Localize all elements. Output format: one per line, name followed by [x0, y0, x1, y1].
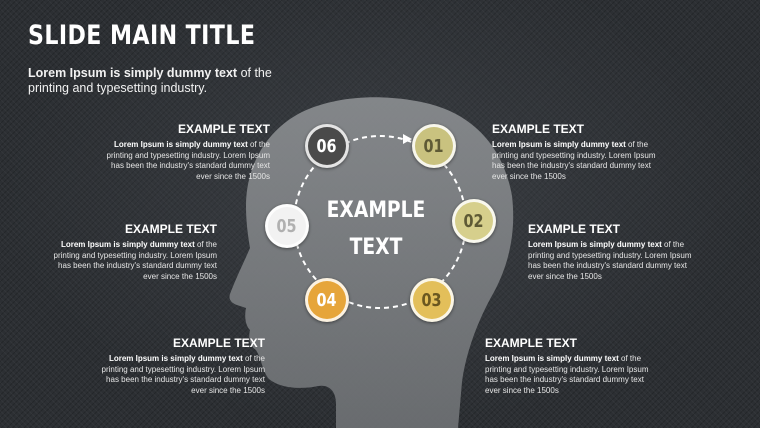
- slide-subtitle: Lorem Ipsum is simply dummy text of the …: [28, 66, 278, 96]
- block-title: EXAMPLE TEXT: [528, 222, 621, 236]
- step-06-label: 06: [316, 135, 338, 157]
- block-title: EXAMPLE TEXT: [172, 336, 265, 350]
- slide-title: SLIDE MAIN TITLE: [28, 20, 256, 51]
- block-body: Lorem Ipsum is simply dummy text of the …: [100, 354, 266, 396]
- block-body-bold: Lorem Ipsum is simply dummy text: [60, 240, 195, 249]
- block-body-rest: of the printing and typesetting industry…: [101, 354, 266, 395]
- step-01-label: 01: [423, 135, 445, 157]
- block-body-bold: Lorem Ipsum is simply dummy text: [113, 140, 248, 149]
- block-body: Lorem Ipsum is simply dummy text of the …: [105, 140, 271, 182]
- step-02-label: 02: [463, 210, 485, 232]
- block-body: Lorem Ipsum is simply dummy text of the …: [485, 354, 650, 396]
- step-05-badge: 05: [265, 204, 309, 248]
- step-04-badge: 04: [305, 278, 349, 322]
- block-body-bold: Lorem Ipsum is simply dummy text: [492, 140, 626, 149]
- block-title: EXAMPLE TEXT: [124, 222, 217, 236]
- step-03-badge: 03: [410, 278, 454, 322]
- text-block-bottom-left: EXAMPLE TEXT Lorem Ipsum is simply dummy…: [100, 336, 266, 396]
- block-body-rest: of the printing and typesetting industry…: [528, 240, 692, 281]
- center-label-line2: TEXT: [349, 235, 403, 260]
- text-block-middle-right: EXAMPLE TEXT Lorem Ipsum is simply dummy…: [528, 222, 693, 282]
- center-label-line1: EXAMPLE: [326, 198, 426, 223]
- step-03-label: 03: [421, 289, 443, 311]
- block-body: Lorem Ipsum is simply dummy text of the …: [52, 240, 218, 282]
- block-body-rest: of the printing and typesetting industry…: [492, 140, 656, 181]
- subtitle-bold: Lorem Ipsum is simply dummy text: [28, 66, 238, 80]
- center-label: EXAMPLE TEXT: [311, 192, 440, 266]
- block-body-bold: Lorem Ipsum is simply dummy text: [108, 354, 243, 363]
- step-04-label: 04: [316, 289, 338, 311]
- block-body-bold: Lorem Ipsum is simply dummy text: [485, 354, 619, 363]
- subtitle-rest: of the printing and typesetting industry…: [28, 66, 272, 95]
- block-body-rest: of the printing and typesetting industry…: [485, 354, 649, 395]
- block-body-rest: of the printing and typesetting industry…: [53, 240, 218, 281]
- text-block-bottom-right: EXAMPLE TEXT Lorem Ipsum is simply dummy…: [485, 336, 650, 396]
- block-body: Lorem Ipsum is simply dummy text of the …: [492, 140, 657, 182]
- block-title: EXAMPLE TEXT: [177, 122, 270, 136]
- block-body-rest: of the printing and typesetting industry…: [106, 140, 271, 181]
- step-01-badge: 01: [412, 124, 456, 168]
- block-body: Lorem Ipsum is simply dummy text of the …: [528, 240, 693, 282]
- step-02-badge: 02: [452, 199, 496, 243]
- block-body-bold: Lorem Ipsum is simply dummy text: [528, 240, 662, 249]
- text-block-top-right: EXAMPLE TEXT Lorem Ipsum is simply dummy…: [492, 122, 657, 182]
- block-title: EXAMPLE TEXT: [485, 336, 578, 350]
- block-title: EXAMPLE TEXT: [492, 122, 585, 136]
- step-05-label: 05: [276, 215, 298, 237]
- step-06-badge: 06: [305, 124, 349, 168]
- cycle-arrow-head: [403, 134, 412, 144]
- head-silhouette: [229, 97, 514, 428]
- text-block-middle-left: EXAMPLE TEXT Lorem Ipsum is simply dummy…: [52, 222, 218, 282]
- text-block-top-left: EXAMPLE TEXT Lorem Ipsum is simply dummy…: [105, 122, 271, 182]
